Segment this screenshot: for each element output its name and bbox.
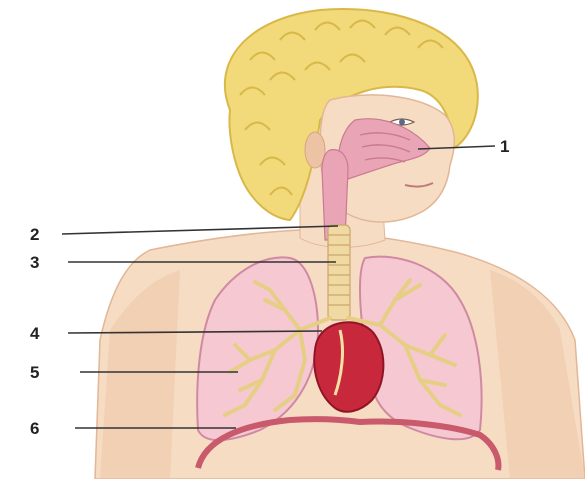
trachea bbox=[328, 225, 350, 320]
label-1: 1 bbox=[500, 137, 509, 156]
label-4: 4 bbox=[30, 324, 40, 343]
label-3: 3 bbox=[30, 253, 39, 272]
label-6: 6 bbox=[30, 419, 39, 438]
label-5: 5 bbox=[30, 363, 39, 382]
heart bbox=[314, 322, 383, 412]
label-2: 2 bbox=[30, 225, 39, 244]
